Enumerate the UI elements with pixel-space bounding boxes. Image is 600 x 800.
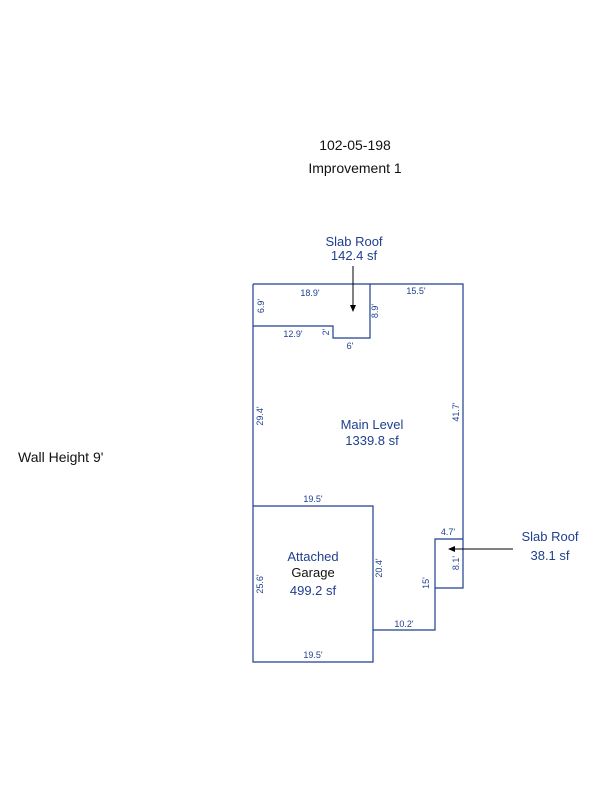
slab-roof-top-outline [253,284,371,339]
wall-height-label: Wall Height 9' [18,449,103,465]
dim-bottom-step-width: 10.2' [394,619,414,629]
slab-roof-right-area: 38.1 sf [530,548,569,563]
garage-outline [253,505,374,630]
dim-garage-top-width: 19.5' [303,494,323,504]
dim-right-wall: 41.7' [451,402,461,422]
dim-notch-step-height: 2' [321,328,331,335]
dim-top-right-width: 15.5' [406,286,426,296]
main-level-area: 1339.8 sf [345,433,399,448]
slab-roof-top-arrowhead [350,305,356,312]
dim-left-wall-upper: 29.4' [255,406,265,426]
garage-name-line2: Garage [291,565,334,580]
garage-area: 499.2 sf [290,583,337,598]
dim-slab-right-width: 4.7' [441,527,456,537]
dim-garage-right-height: 20.4' [374,558,384,578]
main-level-outline [252,283,464,663]
dim-slab-right-height: 8.1' [451,556,461,571]
dim-garage-left-height: 25.6' [255,574,265,594]
dim-notch-left-height: 6.9' [256,299,266,314]
slab-roof-top-name: Slab Roof [325,234,382,249]
slab-roof-right-name: Slab Roof [521,529,578,544]
dim-notch-inner-width: 12.9' [283,329,303,339]
main-level-name: Main Level [341,417,404,432]
dim-top-left-width: 18.9' [300,288,320,298]
slab-roof-top-area: 142.4 sf [331,248,378,263]
dim-notch-bottom-width: 6' [347,341,354,351]
slab-roof-right-outline [434,538,463,588]
dim-garage-bottom-width: 19.5' [303,650,323,660]
dim-notch-right-height: 8.9' [370,304,380,319]
dim-right-lower-height: 15' [421,577,431,589]
parcel-id: 102-05-198 [319,137,391,153]
slab-roof-right-arrowhead [448,546,455,552]
garage-name-line1: Attached [287,549,338,564]
improvement-title: Improvement 1 [308,160,402,176]
